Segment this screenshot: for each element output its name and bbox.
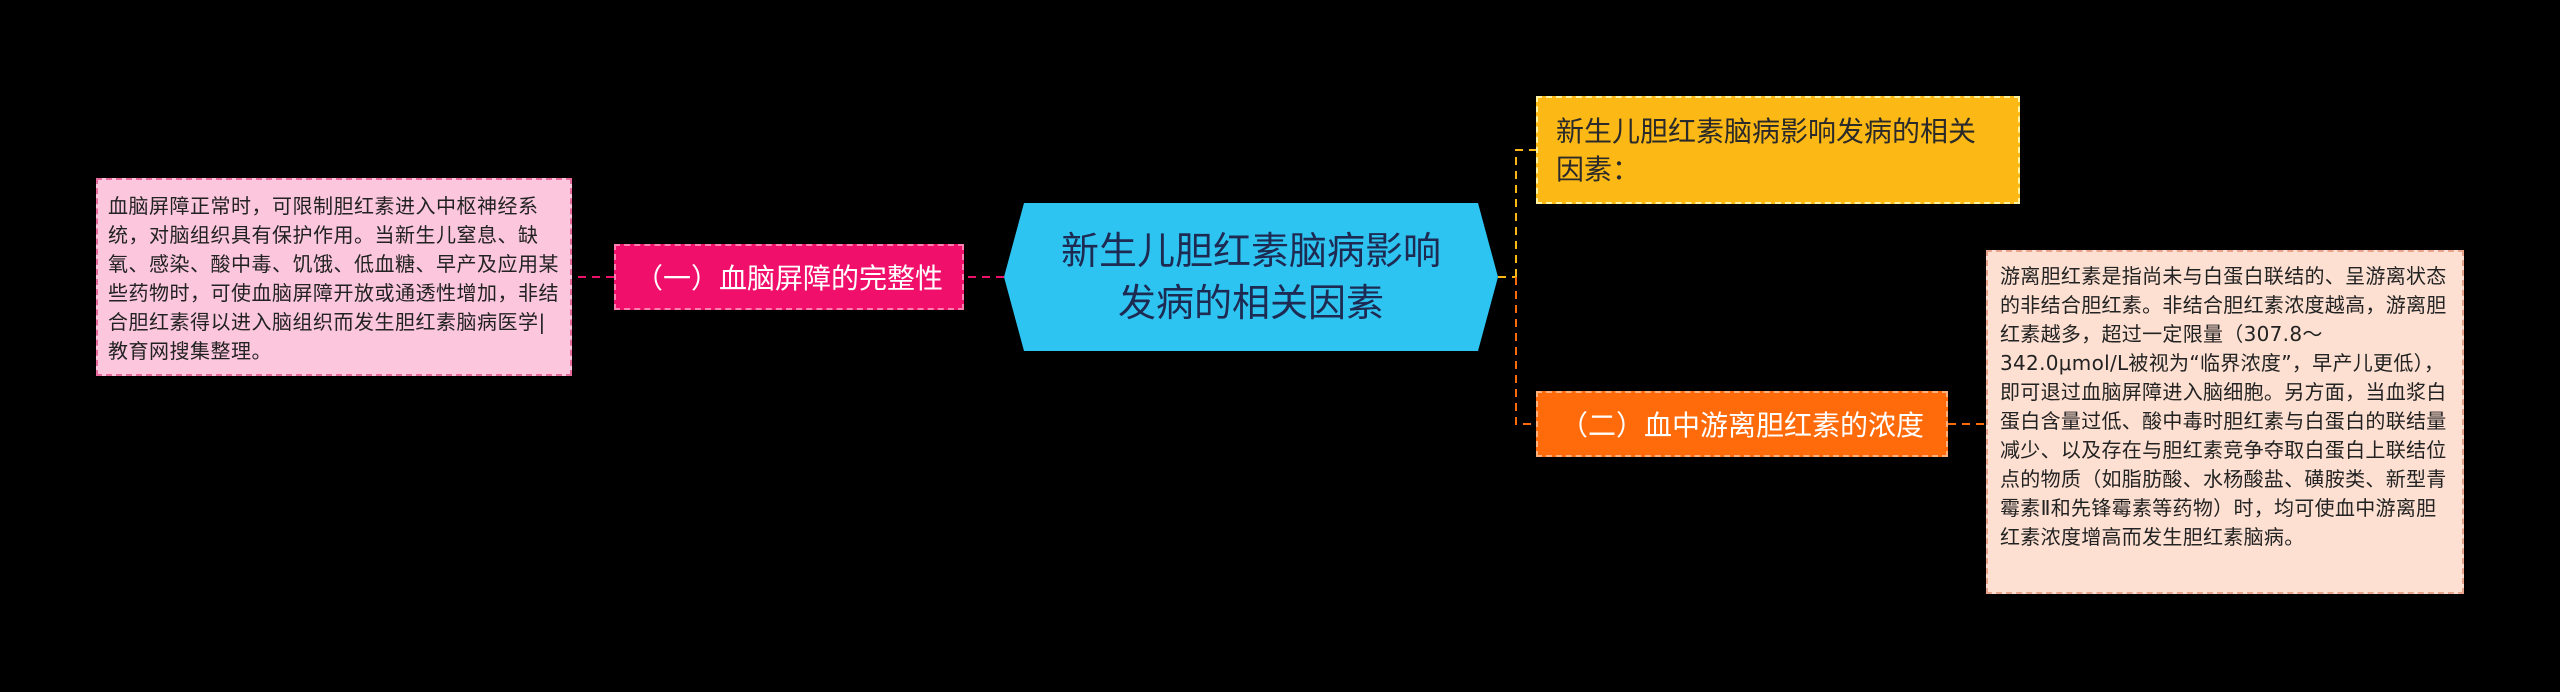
- connector-right-topic: [1515, 149, 1536, 277]
- detail-blood-brain-barrier-text: 血脑屏障正常时，可限制胆红素进入中枢神经系统，对脑组织具有保护作用。当新生儿窒息…: [108, 194, 559, 363]
- branch-blood-brain-barrier-label: （一）血脑屏障的完整性: [634, 262, 943, 295]
- branch-free-bilirubin-label: （二）血中游离胆红素的浓度: [1559, 409, 1924, 442]
- connector-right-branch: [1515, 277, 1536, 425]
- branch-blood-brain-barrier[interactable]: （一）血脑屏障的完整性: [614, 244, 964, 310]
- detail-blood-brain-barrier[interactable]: 血脑屏障正常时，可限制胆红素进入中枢神经系统，对脑组织具有保护作用。当新生儿窒息…: [96, 178, 572, 376]
- branch-free-bilirubin[interactable]: （二）血中游离胆红素的浓度: [1536, 391, 1948, 457]
- detail-free-bilirubin[interactable]: 游离胆红素是指尚未与白蛋白联结的、呈游离状态的非结合胆红素。非结合胆红素浓度越高…: [1986, 250, 2464, 594]
- central-topic-label: 新生儿胆红素脑病影响发病的相关因素: [1060, 229, 1441, 325]
- topic-related-factors-label: 新生儿胆红素脑病影响发病的相关因素：: [1556, 115, 1977, 186]
- central-topic[interactable]: 新生儿胆红素脑病影响发病的相关因素: [1004, 203, 1498, 351]
- detail-free-bilirubin-text: 游离胆红素是指尚未与白蛋白联结的、呈游离状态的非结合胆红素。非结合胆红素浓度越高…: [2000, 264, 2447, 549]
- topic-related-factors[interactable]: 新生儿胆红素脑病影响发病的相关因素：: [1536, 96, 2020, 204]
